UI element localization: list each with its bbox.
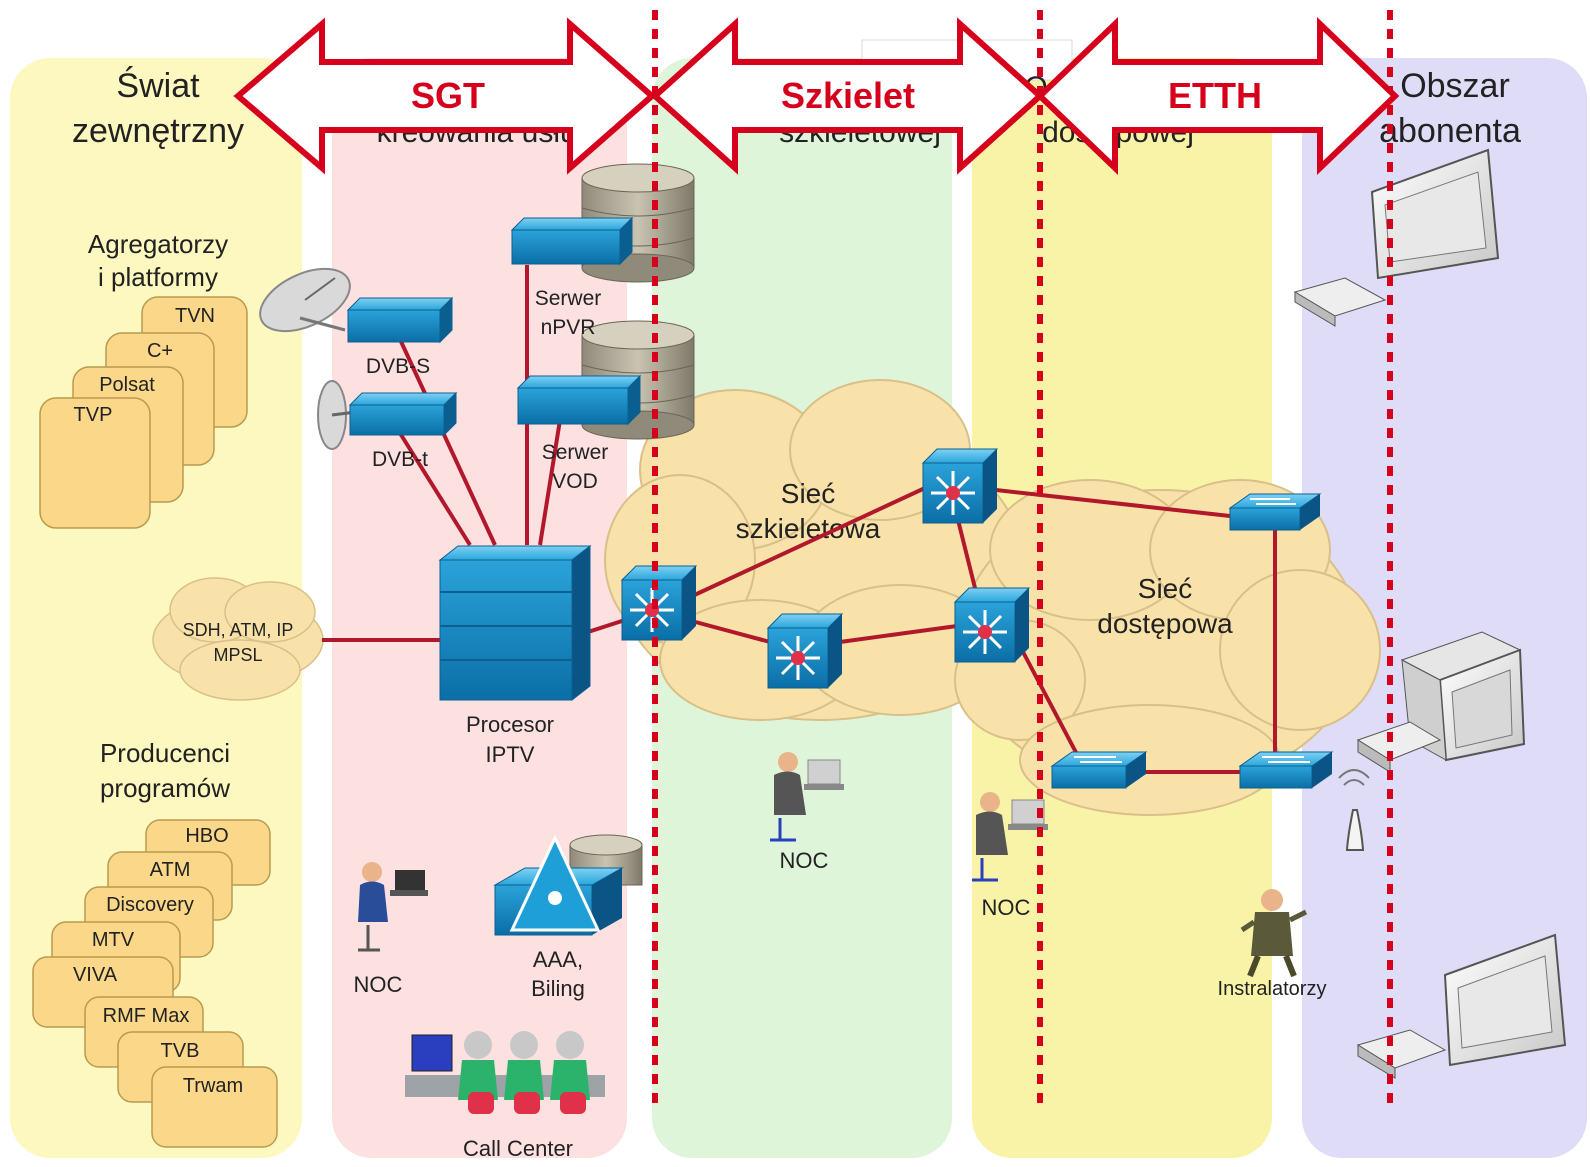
dvbs-label: DVB-S <box>366 355 430 378</box>
aggregator-item: TVN <box>175 305 215 327</box>
aaa-label-2: Biling <box>531 976 585 1001</box>
zone-title-world-1: Świat <box>116 66 200 105</box>
wireless-antenna-icon <box>1338 769 1370 851</box>
satellite-dish-icon <box>259 267 351 333</box>
producers-title-1: Producenci <box>100 738 230 768</box>
dvbt-receiver-icon <box>348 391 458 437</box>
zone-title-world-2: zewnętrzny <box>72 112 244 150</box>
switch-icon <box>1050 751 1148 789</box>
transport-cloud-label-1: SDH, ATM, IP <box>183 620 294 640</box>
vod-server-icon <box>516 374 642 426</box>
link-iptv-edge <box>587 618 626 634</box>
database-icon <box>581 163 695 283</box>
aggregator-item: Polsat <box>99 374 155 396</box>
vod-label-1: Serwer <box>542 441 609 464</box>
npvr-label-2: nPVR <box>541 316 596 339</box>
transport-cloud <box>152 577 324 701</box>
producer-item: MTV <box>92 929 135 951</box>
desktop-computer-icon <box>1356 631 1526 773</box>
producer-item: Trwam <box>183 1075 243 1097</box>
producer-item: TVB <box>161 1040 200 1062</box>
producer-item: ATM <box>150 859 191 881</box>
link-vod-iptv <box>538 419 562 546</box>
producer-item: VIVA <box>73 964 118 986</box>
aggregators-title-2: i platformy <box>98 262 218 292</box>
producers-title-2: programów <box>100 773 230 803</box>
arrow-label-sgt: SGT <box>411 75 485 116</box>
link-core2-core3 <box>839 624 958 644</box>
access-cloud-label-2: dostępowa <box>1097 608 1233 639</box>
link-core1-core3 <box>956 519 977 589</box>
arrow-label-backbone: Szkielet <box>781 75 915 116</box>
noc-sgt-label: NOC <box>354 972 403 997</box>
double-arrow-etth <box>1035 16 1400 176</box>
dvbs-receiver-icon <box>346 296 454 344</box>
producer-item: RMF Max <box>103 1005 190 1027</box>
producers-group <box>32 819 278 1148</box>
iptv-label-1: Procesor <box>466 712 554 737</box>
link-dvbs-iptv <box>396 334 497 546</box>
vod-label-2: VOD <box>552 470 598 493</box>
npvr-server-icon <box>510 216 634 266</box>
noc-backbone-label: NOC <box>780 848 829 873</box>
arrow-label-etth: ETTH <box>1168 75 1262 116</box>
aggregator-item: C+ <box>147 340 173 362</box>
noc-access-label: NOC <box>982 895 1031 920</box>
switch-icon <box>1238 751 1334 789</box>
iptv-processor-icon <box>438 544 592 702</box>
link-edge-core1 <box>687 486 926 600</box>
link-dvbt-iptv <box>396 428 472 547</box>
aggregators-group <box>39 296 248 529</box>
producer-item: HBO <box>185 825 228 847</box>
zone-title-subscriber-1: Obszar <box>1400 67 1510 105</box>
npvr-label-1: Serwer <box>535 287 602 310</box>
boundary-lines <box>652 10 1393 1105</box>
zone-subscriber <box>1302 58 1587 1158</box>
router-icon <box>953 587 1031 663</box>
terrestrial-antenna-icon <box>317 380 357 450</box>
tv-monitor-icon <box>1356 933 1567 1079</box>
transport-cloud-label-2: MPSL <box>213 645 262 665</box>
access-cloud-label-1: Sieć <box>1138 573 1192 604</box>
link-core3-access2 <box>1020 649 1082 761</box>
iptv-label-2: IPTV <box>486 742 535 767</box>
aggregators-title-1: Agregatorzy <box>88 229 228 259</box>
router-icon <box>620 565 698 641</box>
backbone-cloud-label-1: Sieć <box>781 478 835 509</box>
dvbt-label: DVB-t <box>372 448 428 471</box>
operator-icon <box>972 792 1048 882</box>
call-center-label: Call Center <box>463 1136 573 1161</box>
operator-icon <box>358 862 428 952</box>
aggregator-item: TVP <box>74 404 113 426</box>
operator-icon <box>770 752 844 842</box>
router-icon <box>766 613 844 689</box>
link-edge-core2 <box>687 618 771 644</box>
producer-item: Discovery <box>106 894 194 916</box>
router-icon <box>921 448 999 524</box>
installer-icon <box>1240 889 1308 978</box>
zone-title-subscriber-2: abonenta <box>1379 112 1521 150</box>
aaa-label-1: AAA, <box>533 947 583 972</box>
link-core1-access1 <box>995 488 1231 518</box>
aaa-server-icon <box>493 834 624 936</box>
switch-icon <box>1228 493 1322 531</box>
call-center-icon <box>405 1031 605 1114</box>
installers-label: Instralatorzy <box>1218 978 1327 1000</box>
